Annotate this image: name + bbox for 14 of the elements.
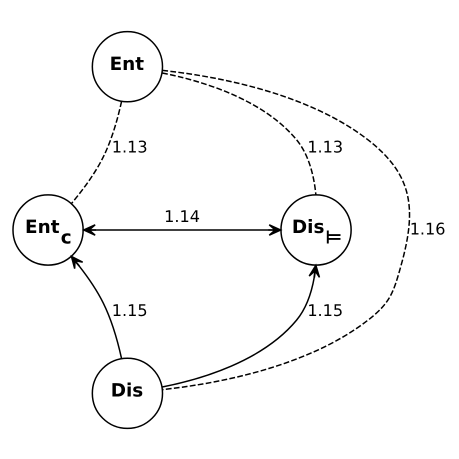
edge-label: 1.16 — [410, 218, 446, 238]
node-circle: Dis — [92, 357, 164, 429]
edge-label: 1.15 — [112, 300, 148, 320]
connector — [70, 100, 122, 204]
edge-label: 1.15 — [307, 300, 344, 320]
edge-label: 1.14 — [164, 206, 200, 226]
node-circle: Ent — [92, 30, 164, 102]
arrow — [162, 264, 320, 388]
connector — [162, 72, 317, 194]
edge-label: 1.13 — [112, 137, 148, 156]
connector — [162, 69, 410, 390]
arrow — [70, 255, 122, 358]
edge-label: 1.13 — [307, 137, 344, 156]
arrow — [82, 224, 282, 236]
